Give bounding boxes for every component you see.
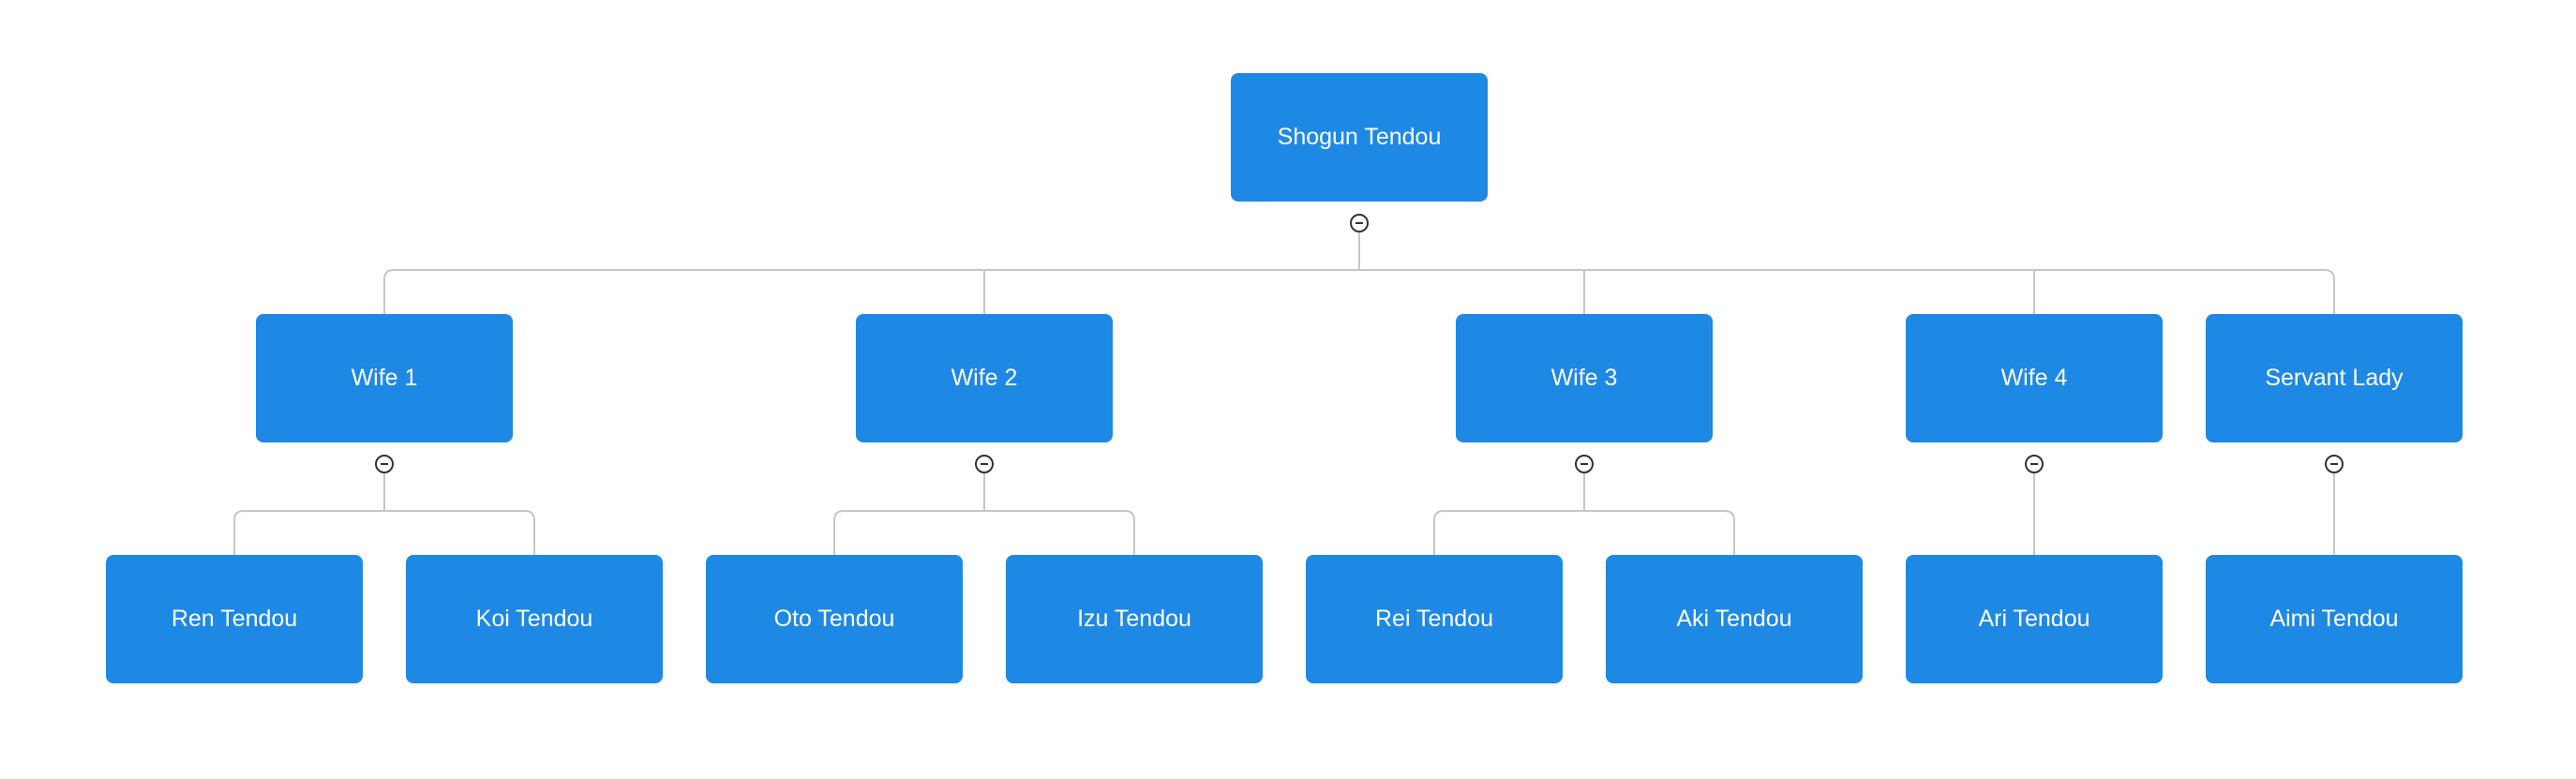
- node-label: Koi Tendou: [475, 606, 593, 632]
- minus-circle-icon[interactable]: [375, 455, 394, 473]
- node-label: Wife 2: [951, 365, 1018, 391]
- node-label: Aki Tendou: [1676, 606, 1792, 632]
- connector-corner: [383, 269, 395, 314]
- node-label: Shogun Tendou: [1277, 124, 1442, 150]
- node-ren-tendou[interactable]: Ren Tendou: [106, 555, 363, 683]
- node-koi-tendou[interactable]: Koi Tendou: [406, 555, 663, 683]
- minus-circle-icon[interactable]: [1575, 455, 1594, 473]
- connector-corner: [1433, 510, 1445, 555]
- node-wife-3[interactable]: Wife 3: [1456, 314, 1713, 442]
- node-izu-tendou[interactable]: Izu Tendou: [1006, 555, 1263, 683]
- node-rei-tendou[interactable]: Rei Tendou: [1306, 555, 1563, 683]
- minus-circle-icon[interactable]: [2025, 455, 2044, 473]
- minus-circle-icon[interactable]: [1350, 214, 1369, 232]
- node-oto-tendou[interactable]: Oto Tendou: [706, 555, 963, 683]
- connector-corner: [2324, 269, 2335, 314]
- node-label: Wife 3: [1550, 365, 1618, 391]
- node-wife-2[interactable]: Wife 2: [856, 314, 1113, 442]
- node-label: Wife 4: [2000, 365, 2068, 391]
- minus-circle-icon[interactable]: [975, 455, 994, 473]
- node-shogun-tendou[interactable]: Shogun Tendou: [1231, 73, 1488, 202]
- node-wife-1[interactable]: Wife 1: [256, 314, 513, 442]
- node-label: Ari Tendou: [1978, 606, 2090, 632]
- node-label: Oto Tendou: [773, 606, 895, 632]
- connector-corner: [833, 510, 845, 555]
- node-servant-lady[interactable]: Servant Lady: [2206, 314, 2463, 442]
- node-label: Ren Tendou: [171, 606, 298, 632]
- node-label: Rei Tendou: [1374, 606, 1494, 632]
- connector-corner: [1124, 510, 1135, 555]
- node-aimi-tendou[interactable]: Aimi Tendou: [2206, 555, 2463, 683]
- minus-circle-icon[interactable]: [2325, 455, 2344, 473]
- node-label: Wife 1: [351, 365, 418, 391]
- node-aki-tendou[interactable]: Aki Tendou: [1606, 555, 1863, 683]
- connector-corner: [233, 510, 245, 555]
- node-ari-tendou[interactable]: Ari Tendou: [1906, 555, 2163, 683]
- node-label: Aimi Tendou: [2269, 606, 2399, 632]
- connector-corner: [1724, 510, 1735, 555]
- node-wife-4[interactable]: Wife 4: [1906, 314, 2163, 442]
- node-label: Servant Lady: [2265, 365, 2404, 391]
- connector-corner: [524, 510, 535, 555]
- node-label: Izu Tendou: [1077, 606, 1191, 632]
